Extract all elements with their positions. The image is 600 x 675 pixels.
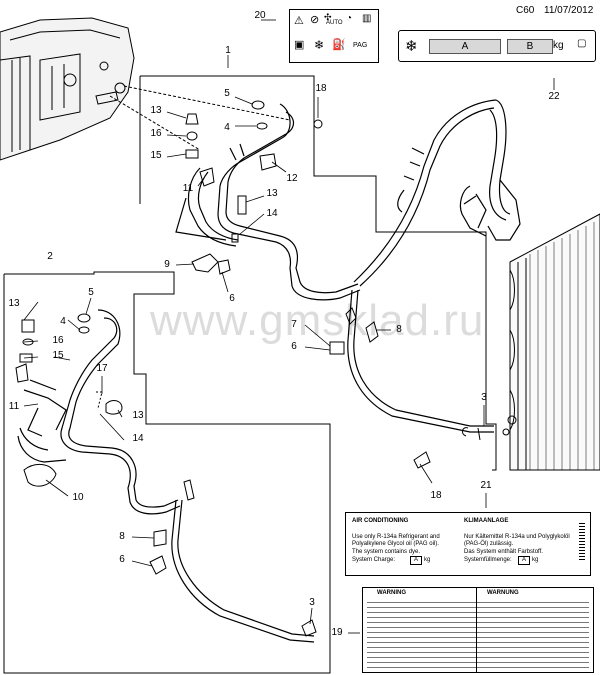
diagram-code: C60 bbox=[516, 5, 535, 16]
pag-text: PAG bbox=[353, 42, 368, 49]
callout-15: 15 bbox=[150, 150, 162, 161]
value-b: B bbox=[526, 41, 534, 52]
value-b-box: B bbox=[507, 39, 553, 54]
group-box-2 bbox=[3, 271, 331, 674]
callout-4: 4 bbox=[224, 122, 230, 133]
hose-assembly-1 bbox=[175, 99, 521, 301]
callout-14: 14 bbox=[266, 208, 278, 219]
label-19: WARNING WARNUNG bbox=[362, 587, 594, 673]
callout-13: 13 bbox=[132, 410, 144, 421]
hvac-module bbox=[0, 17, 135, 161]
ac-line2-de: (PAG-Öl) zulässig. bbox=[464, 541, 514, 547]
callout-3: 3 bbox=[481, 392, 487, 403]
callout-10: 10 bbox=[72, 492, 84, 503]
ac-title-en: AIR CONDITIONING bbox=[352, 518, 409, 524]
callout-6: 6 bbox=[119, 554, 125, 565]
auto-text: AUTO bbox=[326, 20, 343, 26]
callout-1: 1 bbox=[225, 45, 231, 56]
callout-13: 13 bbox=[150, 105, 162, 116]
callout-14: 14 bbox=[132, 433, 144, 444]
callout-13: 13 bbox=[266, 188, 278, 199]
label-21-german: KLIMAANLAGE Nur Kältemittel R-134a und P… bbox=[462, 513, 580, 575]
warning-text-lines bbox=[367, 600, 589, 670]
callout-17: 17 bbox=[96, 363, 108, 374]
refrigerant-icon: ▣ bbox=[294, 39, 305, 51]
callout-8: 8 bbox=[396, 324, 402, 335]
liquid-pipe-1 bbox=[347, 289, 494, 433]
callout-5: 5 bbox=[224, 88, 230, 99]
label-22: ❄ A B kg ▢ bbox=[398, 30, 596, 62]
ac-line3-en: The system contains dye. bbox=[352, 549, 421, 555]
callout-22: 22 bbox=[548, 91, 560, 102]
warning-title-en: WARNING bbox=[377, 590, 406, 596]
callout-11: 11 bbox=[182, 183, 194, 194]
callout-4: 4 bbox=[60, 316, 66, 327]
ac-unit-en: kg bbox=[424, 557, 431, 563]
ac-line4-en: System Charge: bbox=[352, 557, 396, 563]
callout-16: 16 bbox=[150, 128, 162, 139]
condenser bbox=[502, 213, 600, 471]
callout-6: 6 bbox=[229, 293, 235, 304]
snowflake-icon: ❄ bbox=[405, 38, 418, 55]
label-21: AIR CONDITIONING Use only R-134a Refrige… bbox=[345, 512, 591, 576]
callout-8: 8 bbox=[119, 531, 125, 542]
barcode-icon bbox=[579, 523, 585, 561]
callout-18: 18 bbox=[430, 490, 442, 501]
watermark: www.gmsklad.ru bbox=[150, 296, 485, 345]
no-smoking-icon: ⊘ bbox=[310, 14, 320, 26]
callout-21: 21 bbox=[480, 480, 492, 491]
callout-6: 6 bbox=[291, 341, 297, 352]
callout-2: 2 bbox=[47, 251, 53, 262]
ac-line3-de: Das System enthält Farbstoff. bbox=[464, 549, 543, 555]
ac-charge-en: A bbox=[410, 556, 423, 565]
callout-3: 3 bbox=[309, 597, 315, 608]
manual-icon: ▢ bbox=[577, 38, 587, 49]
callout-9: 9 bbox=[164, 259, 170, 270]
callout-11: 11 bbox=[8, 401, 20, 412]
ac-line1-en: Use only R-134a Refrigerant and bbox=[352, 534, 440, 540]
small-parts-1 bbox=[185, 100, 481, 469]
callout-20: 20 bbox=[254, 10, 266, 21]
hose-assembly-2 bbox=[17, 309, 315, 643]
ac-line2-en: Polyalkylene Glycol oil (PAG oil). bbox=[352, 541, 439, 547]
callout-16: 16 bbox=[52, 335, 64, 346]
value-a: A bbox=[461, 41, 469, 52]
callout-18: 18 bbox=[315, 83, 327, 94]
callout-19: 19 bbox=[331, 627, 343, 638]
callout-13: 13 bbox=[8, 298, 20, 309]
diagram-date: 11/07/2012 bbox=[544, 5, 594, 16]
warning-title-de: WARNUNG bbox=[487, 590, 519, 596]
unit-kg: kg bbox=[553, 40, 564, 51]
group-box-1 bbox=[140, 75, 497, 471]
ac-charge-de: A bbox=[518, 556, 531, 565]
callout-7: 7 bbox=[291, 319, 297, 330]
gauge-icon: ◔ bbox=[346, 13, 353, 24]
label-19-divider bbox=[476, 588, 477, 672]
manual-icon: ▥ bbox=[362, 13, 372, 24]
ac-line1-de: Nur Kältemittel R-134a und Polyglykolöl bbox=[464, 534, 570, 540]
label-21-english: AIR CONDITIONING Use only R-134a Refrige… bbox=[346, 513, 456, 575]
fan-icon: ✣ bbox=[324, 12, 332, 22]
warning-triangle-icon: ⚠ bbox=[294, 15, 304, 27]
ac-line4-de: Systemfüllmenge: bbox=[464, 557, 512, 563]
callout-15: 15 bbox=[52, 350, 64, 361]
callout-12: 12 bbox=[286, 173, 298, 184]
small-parts-2 bbox=[15, 313, 317, 637]
oil-can-icon: ⛽ bbox=[332, 39, 346, 51]
snowflake-icon: ❄ bbox=[314, 38, 325, 52]
ac-title-de: KLIMAANLAGE bbox=[464, 518, 509, 524]
ac-unit-de: kg bbox=[532, 557, 539, 563]
callout-5: 5 bbox=[88, 287, 94, 298]
leader-lines bbox=[23, 19, 555, 634]
label-20: PAG AUTO ⚠ ⊘ ✣ ◔ ▥ ▣ ❄ ⛽ bbox=[289, 9, 379, 63]
value-a-box: A bbox=[429, 39, 501, 54]
